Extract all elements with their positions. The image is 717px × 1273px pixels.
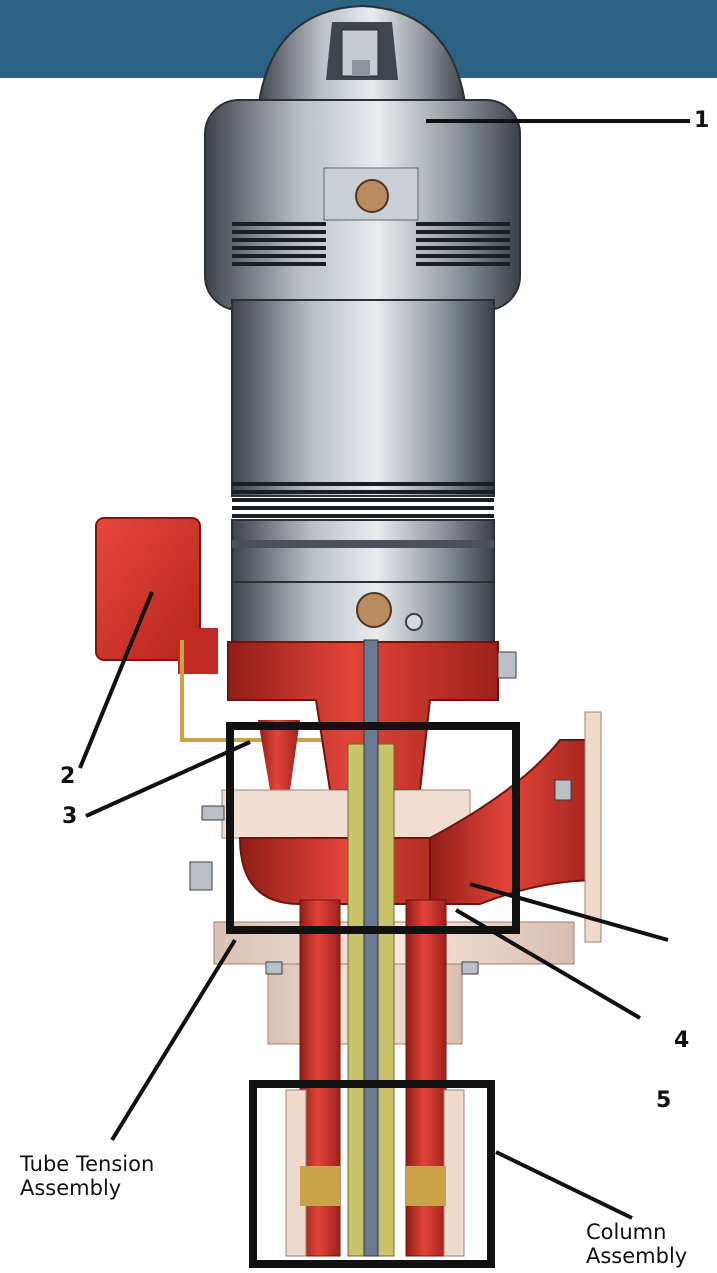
callout-5: 5 (656, 1088, 672, 1113)
leader-line-tube-tension (110, 938, 237, 1142)
label-tube-tension: Tube Tension Assembly (20, 1152, 154, 1200)
leader-line-3 (85, 740, 251, 818)
leader-line-5 (454, 908, 642, 1020)
callout-3: 3 (62, 804, 78, 829)
motor-icon (204, 4, 521, 643)
callout-1: 1 (694, 108, 710, 133)
leader-line-4 (469, 882, 669, 942)
label-column: Column Assembly (586, 1220, 687, 1268)
leader-line-2 (78, 591, 154, 769)
leader-line-column (495, 1150, 633, 1220)
junction-box-icon (95, 517, 350, 742)
shaft-icon (347, 639, 395, 1257)
column-box (249, 1080, 495, 1268)
column-pipe-icon (285, 899, 465, 1257)
callout-2: 2 (60, 764, 76, 789)
label-tube-tension-line2: Assembly (20, 1176, 122, 1200)
callout-4: 4 (674, 1028, 690, 1053)
label-column-line1: Column (586, 1220, 667, 1244)
label-tube-tension-line1: Tube Tension (20, 1152, 155, 1176)
tube-tension-box (226, 722, 520, 934)
label-column-line2: Assembly (586, 1244, 688, 1268)
